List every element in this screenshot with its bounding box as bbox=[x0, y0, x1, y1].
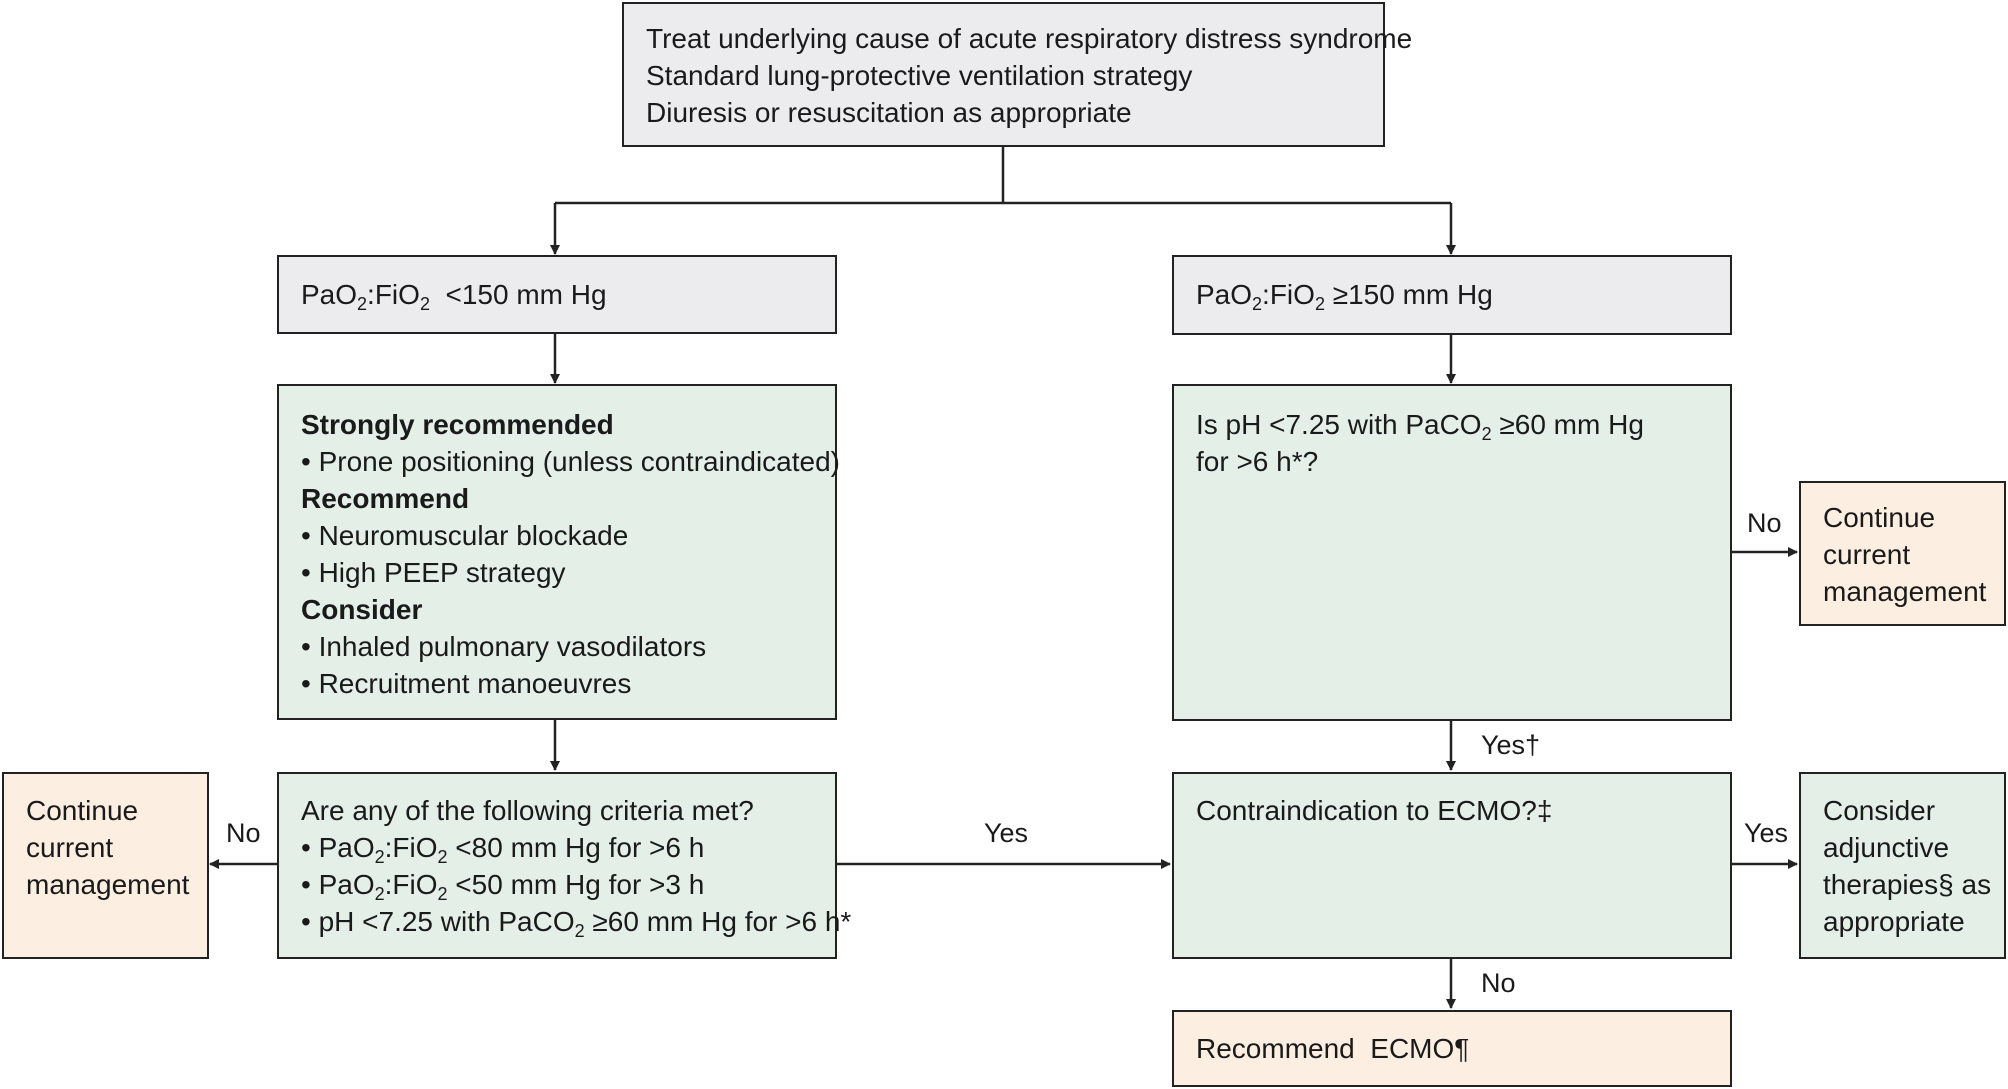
edge-label-no-left: No bbox=[226, 818, 261, 848]
continue-box-left: Continue current management bbox=[2, 772, 209, 959]
criteria-item: • pH <7.25 with PaCO2 ≥60 mm Hg for >6 h… bbox=[301, 906, 852, 941]
criteria-question: Are any of the following criteria met? bbox=[301, 795, 754, 826]
criteria-item: • PaO2:FiO2 <80 mm Hg for >6 h bbox=[301, 832, 705, 867]
edge-label-yes-dagger: Yes† bbox=[1481, 730, 1541, 760]
top-box: Treat underlying cause of acute respirat… bbox=[622, 2, 1413, 147]
contraindication-box: Contraindication to ECMO?‡ bbox=[1172, 772, 1732, 959]
intervention-item: • Recruitment manoeuvres bbox=[301, 668, 632, 699]
ecmo-box: Recommend ECMO¶ bbox=[1172, 1010, 1732, 1087]
right-ratio-text: PaO2:FiO2 ≥150 mm Hg bbox=[1196, 279, 1493, 314]
continue-line: current bbox=[1823, 539, 1911, 570]
adjunctive-line: Consider bbox=[1823, 795, 1936, 826]
criteria-item: • PaO2:FiO2 <50 mm Hg for >3 h bbox=[301, 869, 705, 904]
recommend-heading: Recommend bbox=[301, 483, 470, 514]
ph-question-line2: for >6 h*? bbox=[1196, 446, 1319, 477]
continue-box-right: Continue current management bbox=[1799, 481, 2006, 626]
edge-label-yes-right: Yes bbox=[1744, 818, 1789, 848]
consider-heading: Consider bbox=[301, 594, 423, 625]
continue-line: Continue bbox=[26, 795, 139, 826]
top-box-line: Treat underlying cause of acute respirat… bbox=[646, 23, 1413, 54]
adjunctive-line: therapies§ as bbox=[1823, 869, 1992, 900]
intervention-item: • Prone positioning (unless contraindica… bbox=[301, 446, 840, 477]
right-ratio-box: PaO2:FiO2 ≥150 mm Hg bbox=[1172, 255, 1732, 335]
intervention-item: • Inhaled pulmonary vasodilators bbox=[301, 631, 707, 662]
intervention-item: • Neuromuscular blockade bbox=[301, 520, 629, 551]
continue-line: management bbox=[26, 869, 190, 900]
ph-question-line1: Is pH <7.25 with PaCO2 ≥60 mm Hg bbox=[1196, 409, 1644, 444]
adjunctive-box: Consider adjunctive therapies§ as approp… bbox=[1799, 772, 2006, 959]
edge-label-no-right-top: No bbox=[1747, 508, 1782, 538]
continue-line: current bbox=[26, 832, 114, 863]
edge-label-yes-middle: Yes bbox=[984, 818, 1029, 848]
strongly-recommended-heading: Strongly recommended bbox=[301, 409, 614, 440]
ecmo-text: Recommend ECMO¶ bbox=[1196, 1033, 1470, 1064]
adjunctive-line: adjunctive bbox=[1823, 832, 1950, 863]
left-ratio-box: PaO2:FiO2 <150 mm Hg bbox=[277, 255, 837, 334]
top-box-line: Diuresis or resuscitation as appropriate bbox=[646, 97, 1132, 128]
continue-line: Continue bbox=[1823, 502, 1936, 533]
top-box-line: Standard lung-protective ventilation str… bbox=[646, 60, 1193, 91]
continue-line: management bbox=[1823, 576, 1987, 607]
intervention-item: • High PEEP strategy bbox=[301, 557, 566, 588]
interventions-box: Strongly recommended • Prone positioning… bbox=[277, 384, 840, 720]
criteria-box: Are any of the following criteria met? •… bbox=[277, 772, 852, 959]
left-ratio-text: PaO2:FiO2 <150 mm Hg bbox=[301, 279, 607, 314]
contraindication-text: Contraindication to ECMO?‡ bbox=[1196, 795, 1553, 826]
edge-label-no-bottom: No bbox=[1481, 968, 1516, 998]
ph-question-box: Is pH <7.25 with PaCO2 ≥60 mm Hg for >6 … bbox=[1172, 384, 1732, 721]
adjunctive-line: appropriate bbox=[1823, 906, 1965, 937]
